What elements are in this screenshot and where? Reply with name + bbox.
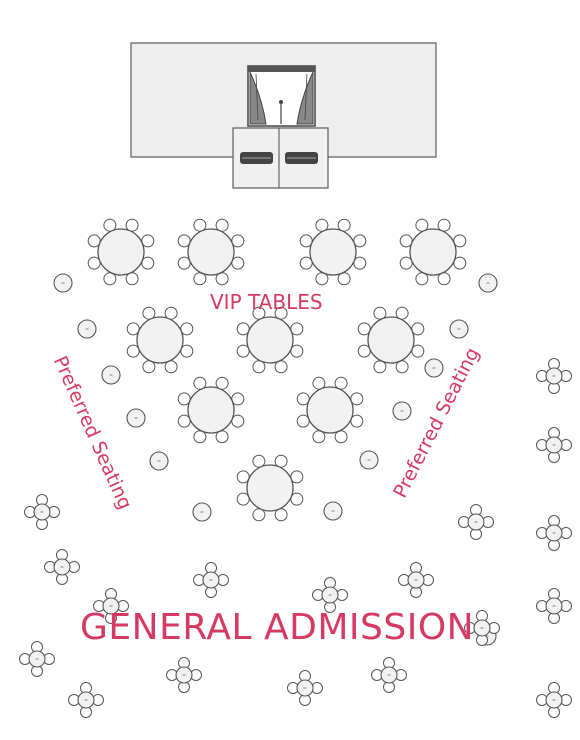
- round-table-icon: [177, 218, 245, 286]
- stool-icon: [126, 408, 146, 428]
- stool-icon: [101, 365, 121, 385]
- cocktail-table-icon: [312, 577, 348, 613]
- round-table-icon: [236, 306, 304, 374]
- cocktail-table-icon: [536, 682, 572, 718]
- cocktail-table-icon: [371, 657, 407, 693]
- stool-icon: [53, 273, 73, 293]
- podium-icon: [240, 152, 318, 164]
- cocktail-table-icon: [536, 515, 572, 551]
- round-table-icon: [299, 218, 367, 286]
- vip-tables-label: VIP TABLES: [210, 290, 323, 314]
- cocktail-table-icon: [93, 588, 129, 624]
- stool-icon: [323, 501, 343, 521]
- cocktail-table-icon: [68, 682, 104, 718]
- stool-icon: [192, 502, 212, 522]
- cocktail-table-icon: [536, 588, 572, 624]
- cocktail-table-icon: [536, 427, 572, 463]
- round-table-icon: [236, 454, 304, 522]
- round-table-icon: [126, 306, 194, 374]
- tables-layer: [19, 218, 572, 718]
- stool-icon: [424, 358, 444, 378]
- cocktail-table-icon: [44, 549, 80, 585]
- cocktail-table-icon: [166, 657, 202, 693]
- stool-icon: [392, 401, 412, 421]
- stool-icon: [77, 319, 97, 339]
- stool-icon: [359, 450, 379, 470]
- cocktail-table-icon: [398, 562, 434, 598]
- round-table-icon: [87, 218, 155, 286]
- stage: [130, 42, 437, 189]
- stool-icon: [149, 451, 169, 471]
- cocktail-table-icon: [24, 494, 60, 530]
- cocktail-table-icon: [287, 670, 323, 706]
- cocktail-table-icon: [458, 504, 494, 540]
- cocktail-table-icon: [464, 610, 500, 646]
- general-admission-label: GENERAL ADMISSION: [80, 607, 475, 648]
- cocktail-table-icon: [19, 641, 55, 677]
- round-table-icon: [177, 376, 245, 444]
- round-table-icon: [357, 306, 425, 374]
- cocktail-table-icon: [536, 358, 572, 394]
- round-table-icon: [399, 218, 467, 286]
- stage-curtain-icon: [247, 65, 316, 127]
- stool-icon: [449, 319, 469, 339]
- cocktail-table-icon: [193, 562, 229, 598]
- stool-icon: [478, 273, 498, 293]
- round-table-icon: [296, 376, 364, 444]
